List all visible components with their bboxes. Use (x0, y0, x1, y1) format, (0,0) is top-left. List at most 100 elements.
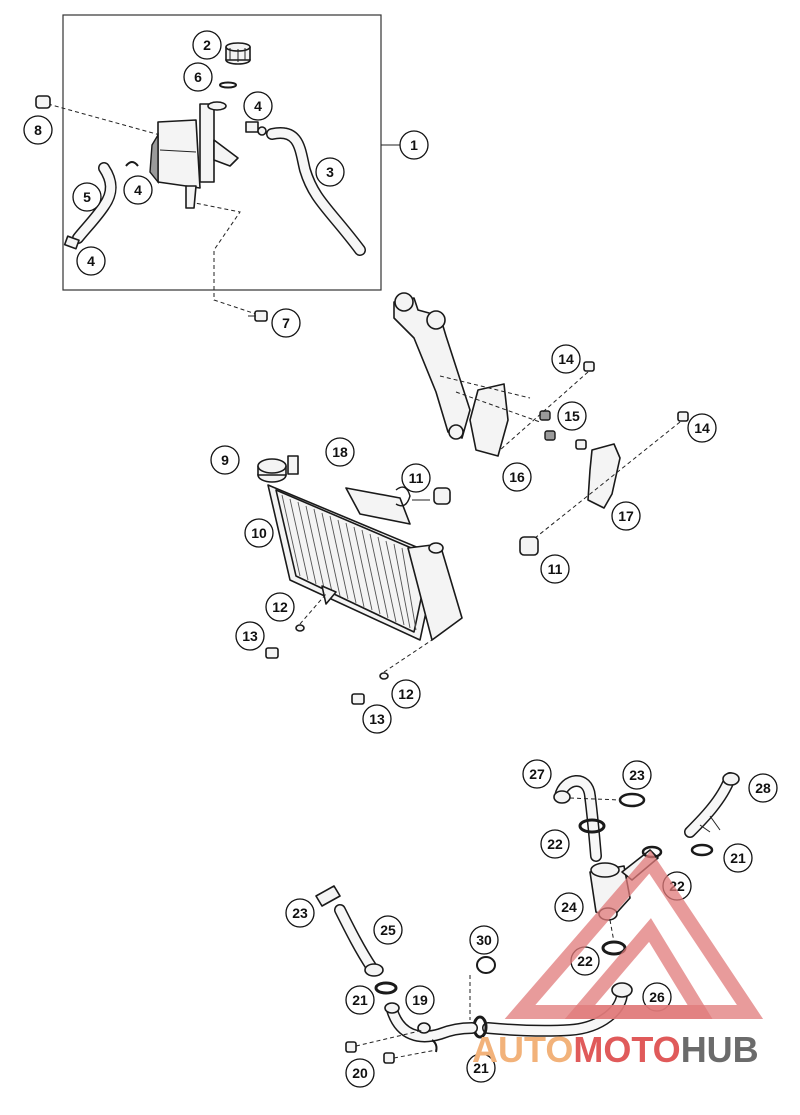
callout-circle (192, 30, 222, 60)
callout-23: 23 (622, 760, 652, 790)
callout-label: 21 (730, 850, 746, 866)
callout-circle (243, 91, 273, 121)
mounting-screw (248, 310, 268, 322)
callout-circle (502, 462, 532, 492)
callout-circle (362, 704, 392, 734)
callout-21: 21 (345, 985, 375, 1015)
callout-label: 18 (332, 444, 348, 460)
callout-label: 10 (251, 525, 267, 541)
callout-circle (72, 182, 102, 212)
callout-label: 7 (282, 315, 290, 331)
callout-circle (466, 1053, 496, 1083)
callout-label: 8 (34, 122, 42, 138)
callout-12: 12 (265, 592, 295, 622)
expansion-tank-group-frame (62, 14, 400, 291)
callout-label: 12 (272, 599, 288, 615)
callout-circle (265, 592, 295, 622)
callout-label: 16 (509, 469, 525, 485)
callout-25: 25 (373, 915, 403, 945)
callout-circle (345, 1058, 375, 1088)
hose-clamp-21a (690, 843, 714, 857)
callout-13: 13 (235, 621, 265, 651)
callout-circle (469, 925, 499, 955)
callout-12: 12 (391, 679, 421, 709)
pipe-screws (345, 1029, 437, 1064)
hose-clamp-21c (374, 981, 398, 995)
hose-clamp-top (569, 792, 646, 808)
callout-11: 11 (401, 463, 431, 493)
callout-label: 4 (134, 182, 142, 198)
callout-circle (325, 437, 355, 467)
nut-left (265, 647, 279, 659)
callout-19: 19 (405, 985, 435, 1015)
callout-circle (554, 892, 584, 922)
callout-label: 17 (618, 508, 634, 524)
coolant-pipe (384, 1002, 478, 1053)
callout-4: 4 (76, 246, 106, 276)
overflow-hose (266, 127, 366, 256)
callout-28: 28 (748, 773, 778, 803)
o-ring-30 (469, 956, 496, 1020)
callout-30: 30 (469, 925, 499, 955)
callout-18: 18 (325, 437, 355, 467)
callout-24: 24 (554, 892, 584, 922)
hose-28 (684, 772, 740, 838)
callout-circle (551, 344, 581, 374)
callout-16: 16 (502, 462, 532, 492)
washer-left (295, 593, 327, 632)
callout-circle (540, 829, 570, 859)
callout-circle (405, 985, 435, 1015)
watermark-moto: MOTO (573, 1029, 680, 1070)
callout-label: 14 (558, 351, 574, 367)
callout-label: 1 (410, 137, 418, 153)
radiator-fan (345, 486, 430, 525)
bracket-nuts (539, 410, 556, 441)
callout-label: 23 (292, 905, 308, 921)
callout-label: 3 (326, 164, 334, 180)
callout-3: 3 (315, 157, 345, 187)
callout-5: 5 (72, 182, 102, 212)
callout-circle (540, 554, 570, 584)
callout-circle (611, 501, 641, 531)
callout-14: 14 (687, 413, 717, 443)
callout-label: 11 (409, 470, 424, 486)
callout-circle (373, 915, 403, 945)
callout-label: 30 (476, 932, 492, 948)
hose-clip (125, 161, 139, 167)
callout-label: 15 (564, 408, 580, 424)
assembly-lines-upper (47, 103, 263, 317)
rubber-mount-upper (433, 487, 451, 505)
callout-26: 26 (642, 982, 672, 1012)
nut-right (351, 693, 365, 705)
hose-clamp-22b (601, 919, 627, 956)
callout-17: 17 (611, 501, 641, 531)
callout-11: 11 (540, 554, 570, 584)
callout-circle (622, 760, 652, 790)
callout-circle (183, 62, 213, 92)
callout-label: 24 (561, 899, 577, 915)
callout-label: 9 (221, 452, 229, 468)
callout-21: 21 (466, 1053, 496, 1083)
rubber-grommet (35, 95, 51, 109)
watermark-hub: HUB (681, 1029, 759, 1070)
callout-label: 27 (529, 766, 545, 782)
callout-circle (687, 413, 717, 443)
callout-label: 19 (412, 992, 428, 1008)
callout-circle (401, 463, 431, 493)
bracket-screw-upper (499, 361, 595, 451)
callout-circle (235, 621, 265, 651)
washer-right (379, 639, 433, 680)
radiator (267, 484, 463, 641)
callout-23: 23 (285, 898, 315, 928)
watermark-auto: AUTO (472, 1029, 573, 1070)
callout-circle (391, 679, 421, 709)
callout-circle (345, 985, 375, 1015)
callout-label: 25 (380, 922, 396, 938)
callout-circle (23, 115, 53, 145)
callout-label: 22 (547, 836, 563, 852)
callout-label: 23 (629, 767, 645, 783)
callout-label: 6 (194, 69, 202, 85)
callout-6: 6 (183, 62, 213, 92)
